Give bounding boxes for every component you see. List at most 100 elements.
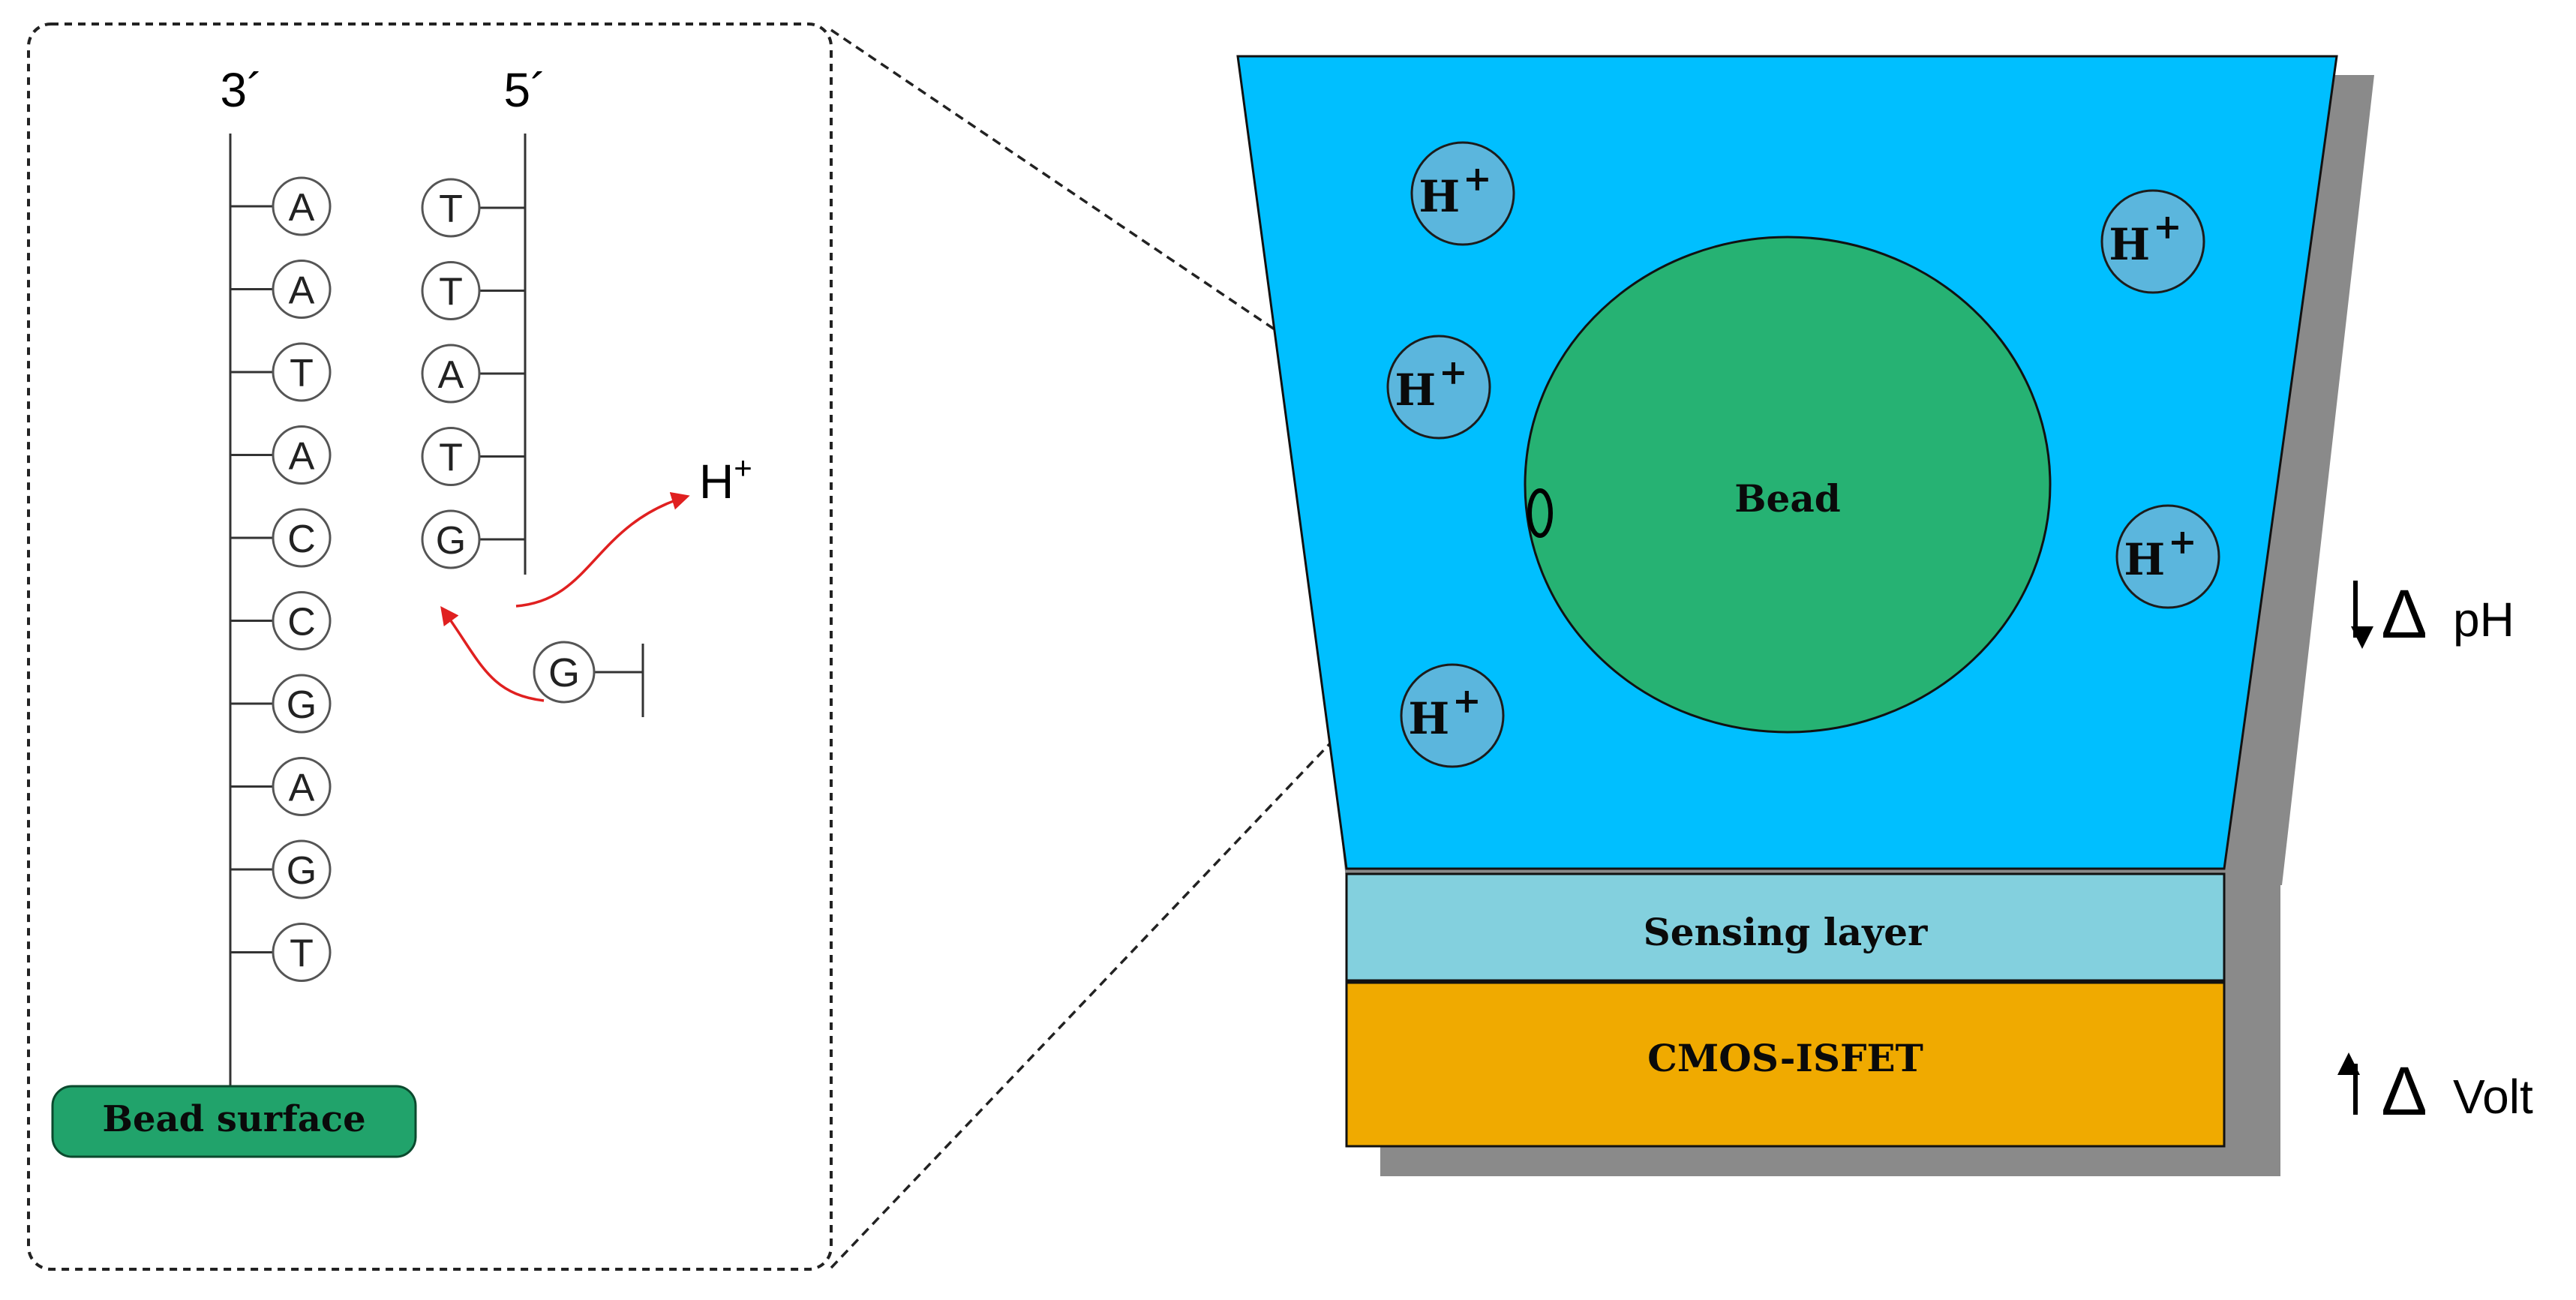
hydrogen-ion-circle xyxy=(1386,335,1491,440)
template-base-letter: C xyxy=(287,518,316,561)
complement-base: G xyxy=(421,509,525,569)
hydrogen-ion-charge: + xyxy=(2168,521,2197,562)
hydrogen-ion: H+ xyxy=(1410,141,1515,246)
hydrogen-ion-symbol: H xyxy=(2109,219,2150,270)
template-base-circle xyxy=(272,923,332,982)
ph-delta-symbol: Δ xyxy=(2381,576,2427,653)
incoming-nucleotide: G xyxy=(533,641,644,717)
template-base-letter: A xyxy=(289,435,315,479)
bead xyxy=(1524,236,2052,734)
hydrogen-ion: H+ xyxy=(2115,504,2220,609)
ph-indicator: Δ pH xyxy=(2351,576,2514,653)
template-base: A xyxy=(230,176,332,236)
complement-base: T xyxy=(421,178,525,238)
complement-base: A xyxy=(421,344,525,404)
hydrogen-ion-label: H+ xyxy=(2109,206,2181,270)
hydrogen-ion-symbol: H xyxy=(2124,534,2165,585)
incoming-base-circle xyxy=(533,641,596,704)
template-base-circle xyxy=(272,508,332,568)
released-ion-symbol: H xyxy=(699,455,734,509)
hydrogen-ion: H+ xyxy=(1386,335,1491,440)
hydrogen-ion-charge: + xyxy=(1452,680,1482,721)
template-base-circle xyxy=(272,839,332,899)
template-base-circle xyxy=(272,342,332,402)
hydrogen-ion-symbol: H xyxy=(1408,693,1449,744)
template-base: C xyxy=(230,508,332,568)
hydrogen-ion-charge: + xyxy=(1439,352,1468,392)
complement-base-letter: G xyxy=(436,519,466,563)
template-base-letter: T xyxy=(290,352,314,395)
hydrogen-ion-charge: + xyxy=(1463,158,1492,199)
sensing-layer-label: Sensing layer xyxy=(1644,910,1928,954)
complement-base-circle xyxy=(421,178,481,238)
complement-base-circle xyxy=(421,344,481,404)
three-prime-label: 3´ xyxy=(221,63,263,117)
template-base: C xyxy=(230,591,332,650)
template-base: A xyxy=(230,757,332,816)
sensor-well: Bead H+H+H+H+H+ Sensing layer CMOS-ISFET xyxy=(1236,55,2374,1176)
template-base-circle xyxy=(272,757,332,816)
five-prime-label: 5´ xyxy=(504,63,547,117)
released-ion-label: H+ xyxy=(699,450,752,509)
template-base-circle xyxy=(272,176,332,236)
hydrogen-ion-circle xyxy=(1400,663,1505,768)
template-base: A xyxy=(230,260,332,319)
hydrogen-ion-circle xyxy=(2115,504,2220,609)
template-base-letter: G xyxy=(287,683,317,727)
ph-label: pH xyxy=(2453,593,2514,647)
template-base-letter: A xyxy=(289,767,315,810)
complement-base-letter: T xyxy=(439,271,463,314)
bead-surface xyxy=(51,1085,417,1158)
cmos-isfet-label: CMOS-ISFET xyxy=(1647,1036,1923,1080)
template-base-letter: A xyxy=(289,186,315,230)
template-base: G xyxy=(230,674,332,734)
template-base: T xyxy=(230,923,332,982)
template-base-letter: C xyxy=(287,601,316,644)
template-base-letter: T xyxy=(290,932,314,976)
complement-base-circle xyxy=(421,261,481,320)
volt-label: Volt xyxy=(2453,1070,2533,1124)
hydrogen-ion-label: H+ xyxy=(2124,521,2196,585)
template-base-circle xyxy=(272,425,332,485)
sensing-layer xyxy=(1345,872,2226,982)
complement-base-letter: A xyxy=(438,353,464,397)
hydrogen-ions: H+H+H+H+H+ xyxy=(1386,141,2220,768)
hydrogen-ion-label: H+ xyxy=(1419,158,1491,222)
complement-base: T xyxy=(421,261,525,320)
template-base-letter: G xyxy=(287,849,317,893)
hydrogen-ion-charge: + xyxy=(2153,206,2182,247)
template-base-circle xyxy=(272,591,332,650)
template-base-letter: A xyxy=(289,269,315,313)
zoom-panel-border xyxy=(27,23,833,1271)
hydrogen-ion-circle xyxy=(2100,189,2205,294)
volt-indicator: Δ Volt xyxy=(2337,1052,2533,1130)
template-base: G xyxy=(230,839,332,899)
incoming-base-letter: G xyxy=(548,650,580,695)
complement-base-letter: T xyxy=(439,188,463,231)
complement-base-circle xyxy=(421,509,481,569)
complement-base-circle xyxy=(421,427,481,486)
template-base-circle xyxy=(272,674,332,734)
hydrogen-ion-circle xyxy=(1410,141,1515,246)
complement-base: T xyxy=(421,427,525,486)
bead-surface-label: Bead surface xyxy=(102,1098,365,1140)
zoom-spot-marker xyxy=(1527,488,1553,538)
hydrogen-ion-symbol: H xyxy=(1395,365,1436,416)
template-base: A xyxy=(230,425,332,485)
released-ion-charge: + xyxy=(734,450,752,485)
zoom-connector-bottom xyxy=(830,524,1539,1269)
hydrogen-ion: H+ xyxy=(1400,663,1505,768)
proton-release-arrow xyxy=(515,491,690,608)
hydrogen-ion-label: H+ xyxy=(1395,352,1467,416)
bead-label: Bead xyxy=(1734,476,1840,521)
template-base: T xyxy=(230,342,332,402)
hydrogen-ion-symbol: H xyxy=(1419,171,1460,222)
template-base-circle xyxy=(272,260,332,319)
volt-delta-symbol: Δ xyxy=(2381,1053,2427,1130)
complement-base-letter: T xyxy=(439,437,463,480)
incorporation-arrow xyxy=(440,606,545,702)
